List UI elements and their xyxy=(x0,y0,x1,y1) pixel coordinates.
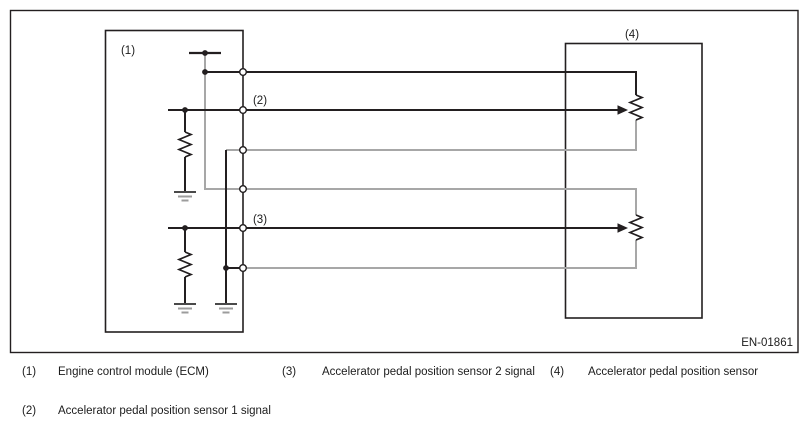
legend-item-number: (2) xyxy=(22,405,37,417)
label-sensor: (4) xyxy=(625,29,639,41)
label-sensor1-signal: (2) xyxy=(253,95,267,107)
junction-dot xyxy=(223,265,229,271)
legend-item-number: (1) xyxy=(22,366,37,378)
sensor2-potentiometer xyxy=(627,214,645,241)
power-to-sensor2-wire xyxy=(204,53,637,215)
connector-pin xyxy=(238,264,247,273)
sensor-box xyxy=(564,42,703,319)
junction-dot xyxy=(182,107,188,113)
diagram-frame xyxy=(9,9,799,354)
sensor1-wiper-arrowhead-icon xyxy=(617,105,628,115)
connector-pin xyxy=(238,223,247,232)
ground-symbol-2 xyxy=(174,303,196,314)
legend-item-text: Accelerator pedal position sensor 2 sign… xyxy=(322,366,535,378)
sensor2-return-wire xyxy=(246,240,637,269)
junction-dot xyxy=(202,50,208,56)
legend-item-text: Accelerator pedal position sensor xyxy=(588,366,759,378)
sensor1-potentiometer xyxy=(627,94,645,121)
power-to-sensor1-wire xyxy=(205,71,637,95)
ecm-pulldown-resistor-2 xyxy=(176,251,194,278)
figure-id: EN-01861 xyxy=(741,337,793,349)
label-sensor2-signal: (3) xyxy=(253,214,267,226)
junction-dot xyxy=(202,69,208,75)
label-ecm: (1) xyxy=(121,45,135,57)
sensor2-wiper-arrowhead-icon xyxy=(617,223,628,233)
sensor1-return-wire xyxy=(226,120,637,151)
gray-wires xyxy=(204,53,637,269)
junction-dot xyxy=(182,225,188,231)
wiring-diagram: (1) (2) (3) (4) EN-01861 xyxy=(9,9,799,354)
ecm-connector-pins xyxy=(238,67,247,273)
connector-pin xyxy=(238,145,247,154)
legend-item-number: (4) xyxy=(550,366,565,378)
legend-item-text: Accelerator pedal position sensor 1 sign… xyxy=(58,405,271,417)
resistors xyxy=(176,94,645,278)
legend-item-text: Engine control module (ECM) xyxy=(58,366,209,378)
junction-dots xyxy=(182,50,229,271)
ecm-box xyxy=(104,29,244,333)
connector-pin xyxy=(238,67,247,76)
legend-item-number: (3) xyxy=(282,366,297,378)
ground-symbol-3 xyxy=(215,303,237,314)
ground-symbol-1 xyxy=(174,191,196,202)
ecm-pulldown-resistor-1 xyxy=(176,131,194,158)
connector-pin xyxy=(238,184,247,193)
connector-pin xyxy=(238,105,247,114)
